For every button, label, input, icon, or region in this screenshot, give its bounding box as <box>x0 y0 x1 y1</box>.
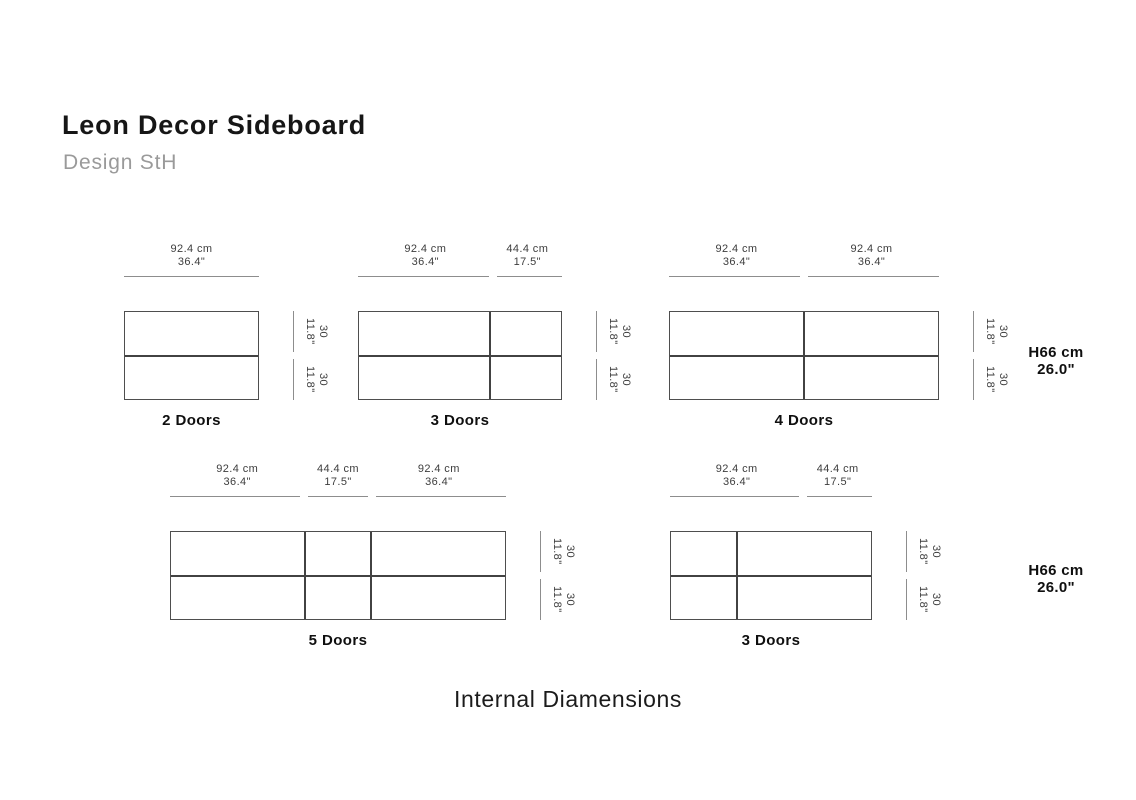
top-dimension: 92.4 cm 36.4" <box>669 243 804 277</box>
cabinet-diagram-3-doors-bottom: 92.4 cm 36.4"44.4 cm 17.5"30 11.8"30 11.… <box>670 463 942 649</box>
height-dimension-line <box>540 531 541 572</box>
dimension-line <box>808 276 939 277</box>
top-dimensions: 92.4 cm 36.4" 44.4 cm 17.5" <box>670 463 872 497</box>
shelf-divider <box>359 354 561 357</box>
cabinet-label: 4 Doors <box>774 412 834 429</box>
height-dimension-line <box>973 311 974 352</box>
height-dimension-line <box>973 359 974 400</box>
height-dimension-label: 30 11.8" <box>917 538 942 565</box>
diagram-caption: Internal Diamensions <box>453 686 683 712</box>
height-dimensions: 30 11.8" 30 11.8" <box>540 531 576 620</box>
dimension-label: 44.4 cm 17.5" <box>816 463 859 488</box>
height-dimension-line <box>293 311 294 352</box>
dimension-line <box>308 496 368 497</box>
cabinet-label: 3 Doors <box>430 412 490 429</box>
top-dimension: 92.4 cm 36.4" <box>804 243 939 277</box>
cabinet-diagram-3-doors: 92.4 cm 36.4"44.4 cm 17.5"30 11.8"30 11.… <box>358 243 632 429</box>
dimension-label: 92.4 cm 36.4" <box>850 243 893 268</box>
height-dimension: 30 11.8" <box>973 311 1009 352</box>
dimension-label: 92.4 cm 36.4" <box>216 463 259 488</box>
height-dimension-line <box>596 311 597 352</box>
height-dimension-label: 30 11.8" <box>917 586 942 613</box>
cabinet-label: 3 Doors <box>741 632 801 649</box>
dimension-line <box>358 276 489 277</box>
cabinet-outline <box>170 531 506 620</box>
height-dimension: 30 11.8" <box>540 579 576 620</box>
height-dimension-line <box>293 359 294 400</box>
top-dimension: 44.4 cm 17.5" <box>493 243 562 277</box>
top-dimension: 44.4 cm 17.5" <box>803 463 872 497</box>
height-dimension: 30 11.8" <box>596 311 632 352</box>
cabinet-outline <box>670 531 872 620</box>
top-dimensions: 92.4 cm 36.4" 44.4 cm 17.5" 92.4 cm 36.4" <box>170 463 507 497</box>
height-dimension-label: 30 11.8" <box>551 538 576 565</box>
dimension-label: 92.4 cm 36.4" <box>715 243 758 268</box>
cabinet-diagram-2-doors: 92.4 cm 36.4" 30 11.8" 30 11.8" 2 Doors <box>124 243 329 429</box>
dimension-label: 92.4 cm 36.4" <box>170 243 213 268</box>
cabinet-label: 2 Doors <box>162 412 221 429</box>
top-dimension: 92.4 cm 36.4" <box>670 463 803 497</box>
dimension-label: 92.4 cm 36.4" <box>417 463 460 488</box>
height-dimension: 30 11.8" <box>906 579 942 620</box>
dimension-line <box>375 496 507 497</box>
top-dimension: 92.4 cm 36.4" <box>170 463 304 497</box>
cabinet-diagram-4-doors: 92.4 cm 36.4"92.4 cm 36.4"30 11.8"30 11.… <box>669 243 1009 429</box>
height-dimension-label: 30 11.8" <box>304 366 329 393</box>
height-dimensions: 30 11.8" 30 11.8" <box>596 311 632 400</box>
height-dimensions: 30 11.8" 30 11.8" <box>906 531 942 620</box>
dimension-label: 44.4 cm 17.5" <box>317 463 359 488</box>
dimension-line <box>496 276 562 277</box>
height-dimension: 30 11.8" <box>293 311 329 352</box>
top-dimension: 92.4 cm 36.4" <box>358 243 493 277</box>
height-dimension: 30 11.8" <box>596 359 632 400</box>
dimension-line <box>170 496 301 497</box>
height-dimension: 30 11.8" <box>906 531 942 572</box>
height-dimension: 30 11.8" <box>540 531 576 572</box>
height-dimension-line <box>596 359 597 400</box>
top-dimension: 92.4 cm 36.4" <box>372 463 507 497</box>
cabinet-outline <box>124 311 259 400</box>
dimension-line <box>669 276 800 277</box>
height-dimension: 30 11.8" <box>973 359 1009 400</box>
cabinet-diagram-5-doors: 92.4 cm 36.4" 44.4 cm 17.5" 92.4 cm 36.4" 3… <box>170 463 576 649</box>
dimension-line <box>124 276 259 277</box>
top-dimension: 92.4 cm 36.4" <box>124 243 259 277</box>
cabinet-outline <box>669 311 939 400</box>
height-dimension-label: 30 11.8" <box>984 366 1009 393</box>
cabinet-outline <box>358 311 562 400</box>
design-subtitle: Design StH <box>63 151 178 174</box>
overall-height-note: H66 cm 26.0" <box>1028 344 1084 378</box>
top-dimensions: 92.4 cm 36.4" 44.4 cm 17.5" <box>358 243 562 277</box>
height-dimension-line <box>906 579 907 620</box>
overall-height-note: H66 cm 26.0" <box>1028 562 1084 596</box>
dimension-label: 92.4 cm 36.4" <box>715 463 758 488</box>
dimension-line <box>807 496 872 497</box>
height-dimension-label: 30 11.8" <box>984 318 1009 345</box>
height-dimensions: 30 11.8" 30 11.8" <box>293 311 329 400</box>
dimension-label: 92.4 cm 36.4" <box>404 243 447 268</box>
shelf-divider <box>670 354 938 357</box>
height-dimension-line <box>906 531 907 572</box>
dimension-line <box>670 496 800 497</box>
height-dimension: 30 11.8" <box>293 359 329 400</box>
shelf-divider <box>671 574 871 577</box>
cabinet-label: 5 Doors <box>308 632 368 649</box>
height-dimension-line <box>540 579 541 620</box>
height-dimension-label: 30 11.8" <box>304 318 329 345</box>
top-dimensions: 92.4 cm 36.4" <box>124 243 259 277</box>
shelf-divider <box>125 354 258 357</box>
height-dimension-label: 30 11.8" <box>607 366 632 393</box>
top-dimensions: 92.4 cm 36.4" 92.4 cm 36.4" <box>669 243 939 277</box>
height-dimension-label: 30 11.8" <box>551 586 576 613</box>
height-dimension-label: 30 11.8" <box>607 318 632 345</box>
top-dimension: 44.4 cm 17.5" <box>304 463 371 497</box>
height-dimensions: 30 11.8" 30 11.8" <box>973 311 1009 400</box>
page-title: Leon Decor Sideboard <box>62 110 367 140</box>
dimension-label: 44.4 cm 17.5" <box>506 243 549 268</box>
shelf-divider <box>171 574 505 577</box>
